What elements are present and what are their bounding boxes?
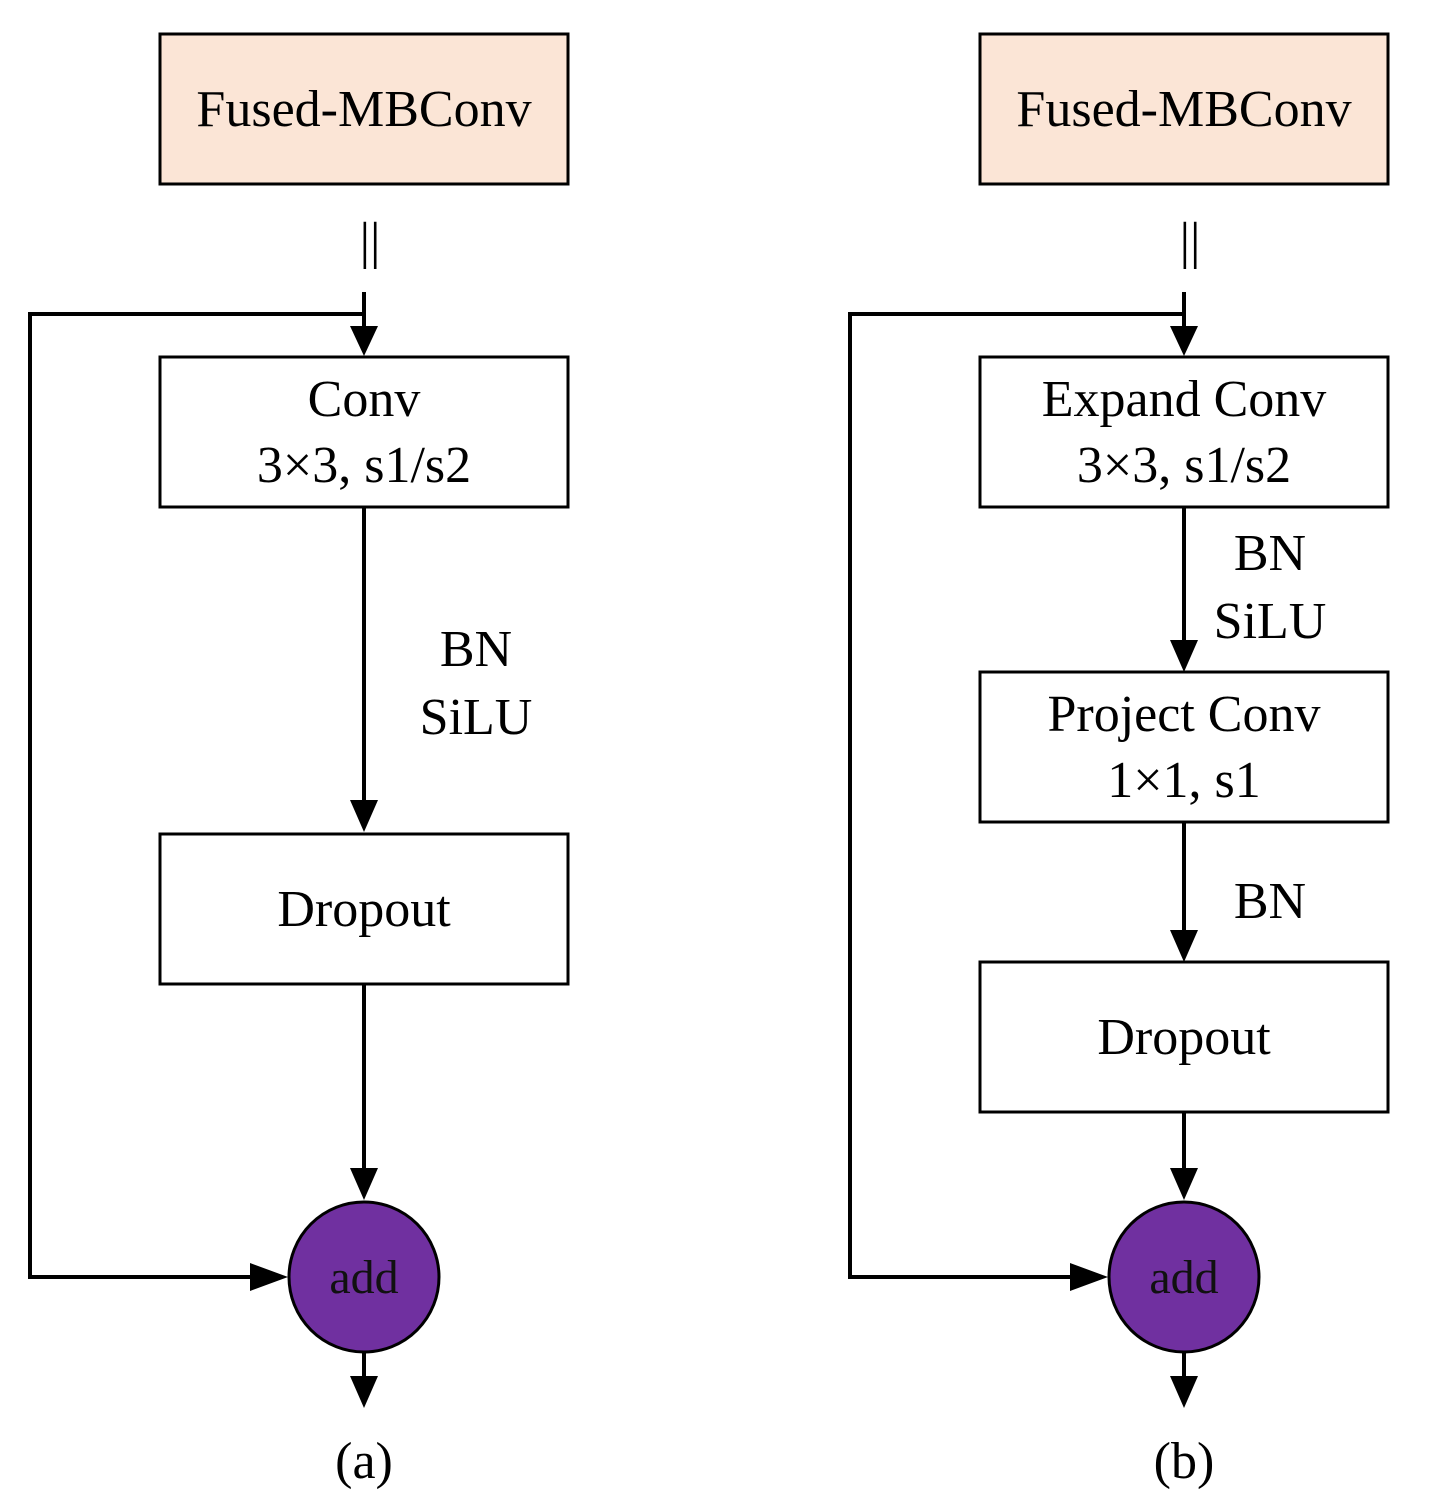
panel-a-caption: (a) xyxy=(335,1433,393,1490)
panel-b-silu-label: SiLU xyxy=(1214,593,1327,650)
panel-a-skip-arrowhead xyxy=(250,1263,288,1291)
panel-a-bn-label: BN xyxy=(440,621,512,678)
panel-b-skip-connection xyxy=(848,312,1184,1279)
panel-b-bn-only-label: BN xyxy=(1234,873,1306,930)
panel-a-conv-box xyxy=(158,355,570,509)
panel-b: Fused-MBConv || Expand Conv 3×3, s1/s2 B… xyxy=(848,32,1390,1490)
panel-a-arrow-to-conv xyxy=(350,326,378,356)
panel-b-equals-sign: || xyxy=(1180,213,1201,270)
panel-b-arrow-to-project xyxy=(1170,640,1198,672)
panel-a-dropout-label: Dropout xyxy=(277,881,451,938)
panel-b-project-conv-box xyxy=(978,670,1390,824)
panel-a-arrow-to-add xyxy=(350,1168,378,1200)
panel-b-expand-title: Expand Conv xyxy=(1042,371,1327,428)
panel-b-dropout-label: Dropout xyxy=(1097,1009,1271,1066)
panel-b-project-params: 1×1, s1 xyxy=(1107,752,1261,809)
panel-b-header-box xyxy=(978,32,1390,186)
panel-b-bn-label: BN xyxy=(1234,525,1306,582)
panel-b-caption: (b) xyxy=(1154,1433,1215,1490)
panel-b-dropout-box xyxy=(978,960,1390,1114)
panel-b-output-arrow xyxy=(1170,1376,1198,1408)
panel-b-skip-arrowhead xyxy=(1070,1263,1108,1291)
panel-a-add-label: add xyxy=(329,1251,398,1304)
panel-a-header-label: Fused-MBConv xyxy=(196,81,531,138)
panel-a-arrow-to-dropout xyxy=(350,800,378,832)
panel-b-project-title: Project Conv xyxy=(1048,686,1321,743)
panel-a-conv-title: Conv xyxy=(308,371,421,428)
panel-a-skip-connection xyxy=(28,312,364,1279)
panel-b-arrow-to-expand xyxy=(1170,326,1198,356)
panel-b-expand-params: 3×3, s1/s2 xyxy=(1077,437,1291,494)
panel-a-conv-params: 3×3, s1/s2 xyxy=(257,437,471,494)
panel-a-header-box xyxy=(158,32,570,186)
panel-a: Fused-MBConv || Conv 3×3, s1/s2 BN SiLU … xyxy=(28,32,570,1490)
panel-b-arrow-to-dropout xyxy=(1170,930,1198,962)
panel-b-add-label: add xyxy=(1149,1251,1218,1304)
panel-a-dropout-box xyxy=(158,832,570,986)
panel-a-silu-label: SiLU xyxy=(420,689,533,746)
panel-b-arrow-to-add xyxy=(1170,1168,1198,1200)
panel-b-header-label: Fused-MBConv xyxy=(1016,81,1351,138)
panel-a-output-arrow xyxy=(350,1376,378,1408)
panel-b-expand-conv-box xyxy=(978,355,1390,509)
panel-a-equals-sign: || xyxy=(360,213,381,270)
